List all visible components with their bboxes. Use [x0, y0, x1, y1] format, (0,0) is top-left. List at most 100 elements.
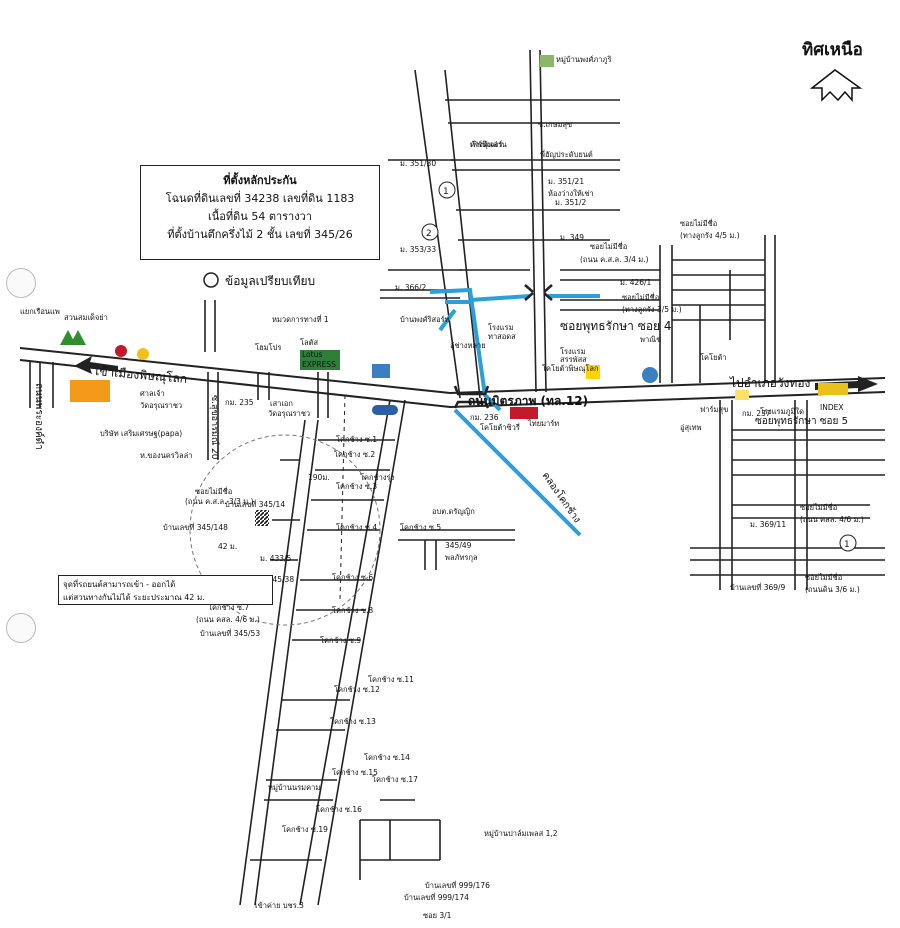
- place-label: ห้างหุ้นส่วน: [470, 140, 507, 149]
- place-label: โคกช้าง ซ.16: [316, 805, 362, 814]
- place-label: พี่ฮัญประดับยนต์: [540, 149, 593, 159]
- place-label: เฟิร์นิเจอร์: [470, 140, 503, 149]
- place-label: ศาลเจ้า: [140, 389, 165, 398]
- road-labels: เข้าเมืองพิษณุโลก ถนนมิตรภาพ (ทล.12) ไปอ…: [33, 319, 848, 525]
- place-label: โคกช้าง ซ.8: [332, 606, 373, 615]
- place-label: โคกช้าง ซ.12: [334, 685, 380, 694]
- shop-icon: [372, 364, 390, 378]
- place-label: โคกช้าง ซ.19: [282, 825, 328, 834]
- place-label: ทาสอดส: [488, 332, 516, 341]
- side-roads: [29, 300, 329, 460]
- place-label: เสาเอก: [270, 399, 293, 408]
- place-label: ม. 366/2: [395, 283, 427, 292]
- place-label: ซอย 3/1: [423, 911, 452, 920]
- place-label: พาณิช: [640, 335, 661, 344]
- place-label: โคกช้าง ซ.9: [320, 636, 361, 645]
- north-arrow-icon: [809, 69, 863, 102]
- ford-icon: [372, 405, 398, 415]
- svg-text:2: 2: [426, 229, 432, 239]
- place-label: 190ม.: [308, 473, 330, 482]
- svg-text:1: 1: [443, 187, 449, 197]
- place-label: กม. 237: [742, 409, 771, 418]
- svg-text:1: 1: [844, 540, 850, 550]
- store-icon: [586, 365, 600, 379]
- place-label: ซอยไม่มีชื่อ: [680, 218, 717, 228]
- marker-1-icon: [438, 181, 456, 199]
- place-label: หมู่บ้านนรมคาม: [268, 783, 320, 792]
- compare-icon: [203, 272, 219, 288]
- place-label: ห.ของนครวิลล่า: [140, 451, 192, 460]
- place-label: กม. 235: [225, 398, 254, 407]
- place-label: โรงแรม: [488, 323, 514, 332]
- place-label: ม. 353/33: [400, 245, 436, 254]
- north-roads: [380, 49, 620, 399]
- bridge-icon: [453, 284, 553, 409]
- place-label: โรงแรม: [560, 347, 586, 356]
- place-label: กม. 236: [470, 413, 499, 422]
- place-label: หมู่บ้านปาล์มเพลส 1,2: [484, 829, 558, 838]
- lotus-sign-icon: [300, 350, 340, 370]
- place-label: ซอยไม่มีชื่อ: [622, 292, 659, 302]
- pin-icon: [115, 345, 127, 357]
- place-label: โคโยต้าพิษณุโลก: [542, 364, 599, 373]
- place-label: โรงแรมภูมิใด: [760, 407, 804, 416]
- place-label: (ถนน ค.ส.ล. 3/4 ม.): [580, 255, 649, 264]
- place-label: Lotus: [302, 350, 322, 359]
- label-to-wangthong: ไปอำเภอวังทอง: [729, 376, 810, 390]
- marker-2-icon: [421, 223, 439, 241]
- label-phuttharaksa4: ซอยพุทธรักษา ซอย 4: [560, 319, 672, 334]
- place-label: อบต.ดรัญญิก: [432, 507, 475, 516]
- place-label: ซอยไม่มีชื่อ: [805, 572, 842, 582]
- legend-line2: เนื้อที่ดิน 54 ตารางวา: [208, 210, 312, 223]
- place-label: (ถนน คสล. 4/6 ม.): [800, 515, 864, 524]
- north-label: ทิศเหนือ: [802, 40, 863, 60]
- note-line1: จุดที่รถยนต์สามารถเข้า - ออกได้: [63, 580, 176, 589]
- garage-icon: [642, 367, 658, 383]
- place-label: โคกช้างรุ่ง: [360, 473, 395, 482]
- place-label: โคกช้าง ซ.4: [336, 523, 377, 532]
- place-label: โคกช้าง ซ.15: [332, 768, 378, 777]
- place-label: โคโยต้า: [700, 353, 727, 362]
- right-grid: [560, 235, 885, 590]
- label-phra-ong-dam: ถนนพระองค์ดำ: [33, 383, 45, 450]
- place-label: บ้านเลขที่ 999/174: [404, 892, 469, 902]
- place-label: ม. 369/11: [750, 520, 786, 529]
- punch-hole: [6, 613, 36, 643]
- place-label: สวนสมเด็จย่า: [64, 312, 108, 322]
- station-icon: [70, 380, 110, 402]
- place-label: 42 ม.: [218, 542, 237, 551]
- place-label: โลตัส: [300, 338, 318, 347]
- landmark-icons: 1 2 1: [60, 55, 857, 552]
- label-phuttharaksa5: ซอยพุทธรักษา ซอย 5: [755, 416, 848, 427]
- label-main-highway: ถนนมิตรภาพ (ทล.12): [468, 394, 588, 408]
- place-label: ม. 426/1: [620, 278, 652, 287]
- canal: [429, 287, 600, 537]
- place-label: บ้านเลขที่ 345/148: [163, 522, 228, 532]
- place-label: ม. 433/5: [260, 554, 292, 563]
- place-label: โคกช้าง ซ.14: [364, 753, 410, 762]
- place-label: ฟาร์มสุข: [700, 405, 728, 414]
- place-label: โคกช้าง ซ.13: [330, 717, 376, 726]
- place-label: บริษัท เสริมเศรษฐ(papa): [100, 429, 182, 438]
- place-label: โคกช้าง ซ.7: [208, 603, 249, 612]
- place-label: 345/49: [445, 541, 472, 550]
- place-label: EXPRESS: [302, 360, 336, 369]
- property-marker: [255, 510, 269, 526]
- arrow-left-icon: [74, 356, 118, 374]
- place-label: ซอยไม่มีชื่อ: [590, 241, 627, 251]
- place-label: อู่สุเทพ: [680, 423, 702, 432]
- place-label: ม. 351/21: [548, 177, 584, 186]
- place-label: INDEX: [820, 403, 843, 412]
- survey-radius: [189, 434, 381, 626]
- tree-icon: [60, 330, 86, 345]
- place-label: วัดอรุณราชว: [140, 401, 182, 410]
- place-label: โคกช้าง ซ.1: [336, 435, 377, 444]
- place-label: บ้านเลขที่ 345/53: [200, 628, 260, 638]
- place-label: ซ.เกษมสุข: [538, 120, 572, 129]
- place-label: ห้องว่างให้เช่า: [548, 189, 594, 198]
- place-label: ม. 345/38: [258, 575, 294, 584]
- place-label: สรรพัสส: [560, 355, 587, 364]
- place-label: บ้านเลขที่ 369/9: [730, 582, 786, 592]
